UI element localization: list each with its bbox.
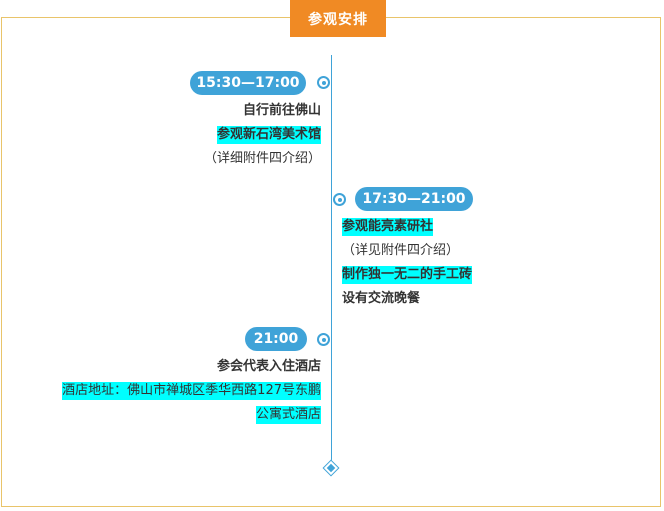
entry-2-line-1: 参观能亮素研社 <box>342 218 434 236</box>
entry-3-line-3: 公寓式酒店 <box>255 406 321 424</box>
entry-1-line-2: 参观新石湾美术馆 <box>216 126 321 144</box>
entry-2-line-2: （详见附件四介绍） <box>342 243 460 258</box>
entry-1-line-1: 自行前往佛山 <box>242 103 321 118</box>
entry-1-line-3: （详细附件四介绍） <box>203 151 321 166</box>
timeline-dot-3 <box>317 333 330 346</box>
entry-3-line-2: 酒店地址：佛山市禅城区季华西路127号东鹏 <box>62 382 321 400</box>
time-badge-1: 15:30—17:00 <box>190 71 306 95</box>
timeline-axis <box>331 55 332 463</box>
timeline-dot-2 <box>333 193 346 206</box>
time-badge-2: 17:30—21:00 <box>355 187 473 211</box>
page-title: 参观安排 <box>290 0 386 37</box>
entry-3-line-1: 参会代表入住酒店 <box>216 359 321 374</box>
timeline-dot-1 <box>317 76 330 89</box>
entry-2-line-3: 制作独一无二的手工砖 <box>342 266 473 284</box>
time-badge-3: 21:00 <box>245 327 307 351</box>
entry-2-line-4: 设有交流晚餐 <box>342 291 421 306</box>
